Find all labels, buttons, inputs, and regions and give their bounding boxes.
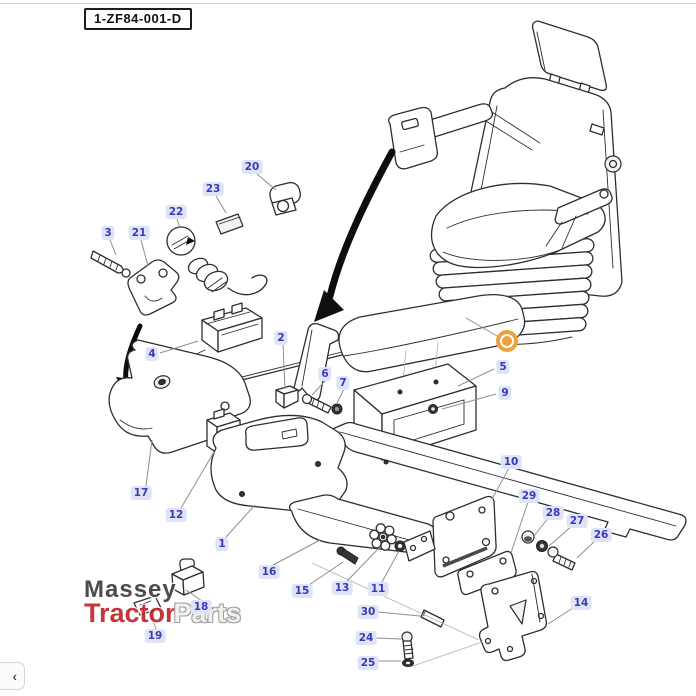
part-callout-4[interactable]: 4 bbox=[145, 347, 159, 361]
alignment-lines-lower bbox=[311, 562, 483, 668]
part-callout-1[interactable]: 1 bbox=[215, 537, 229, 551]
part-22-detail-balloon bbox=[166, 226, 196, 256]
part-24-bolt bbox=[401, 631, 414, 660]
part-callout-14[interactable]: 14 bbox=[570, 596, 592, 610]
part-callout-11[interactable]: 11 bbox=[367, 582, 389, 596]
part-13-star-knob bbox=[369, 523, 397, 551]
part-4-control-box bbox=[201, 302, 263, 353]
part-callout-20[interactable]: 20 bbox=[241, 160, 263, 174]
part-callout-16[interactable]: 16 bbox=[258, 565, 280, 579]
chevron-left-icon: ‹ bbox=[12, 668, 17, 684]
part-27-washer bbox=[536, 540, 548, 552]
part-18-clip-bracket bbox=[171, 558, 205, 596]
part-callout-7[interactable]: 7 bbox=[336, 376, 350, 390]
part-23-pad bbox=[215, 213, 244, 235]
part-3-screw bbox=[90, 250, 131, 278]
part-callout-30[interactable]: 30 bbox=[357, 605, 379, 619]
part-callout-13[interactable]: 13 bbox=[331, 581, 353, 595]
part-22-knob-switch bbox=[187, 257, 268, 296]
part-25-washer bbox=[402, 659, 414, 667]
part-callout-18[interactable]: 18 bbox=[190, 600, 212, 614]
part-callout-29[interactable]: 29 bbox=[518, 489, 540, 503]
part-9-nut bbox=[428, 404, 438, 414]
part-28-cap bbox=[521, 530, 535, 544]
part-callout-28[interactable]: 28 bbox=[542, 506, 564, 520]
part-7-washer bbox=[331, 403, 343, 415]
part-callout-12[interactable]: 12 bbox=[165, 508, 187, 522]
part-callout-27[interactable]: 27 bbox=[566, 514, 588, 528]
part-callout-5[interactable]: 5 bbox=[496, 360, 510, 374]
part-callout-3[interactable]: 3 bbox=[101, 226, 115, 240]
back-button[interactable]: ‹ bbox=[0, 662, 25, 690]
part-callout-9[interactable]: 9 bbox=[498, 386, 512, 400]
part-armrest-pad bbox=[338, 294, 526, 373]
part-callout-23[interactable]: 23 bbox=[202, 182, 224, 196]
part-callout-26[interactable]: 26 bbox=[590, 528, 612, 542]
drawing-code: 1-ZF84-001-D bbox=[94, 11, 182, 26]
part-callout-21[interactable]: 21 bbox=[128, 226, 150, 240]
part-20-clamp bbox=[269, 181, 301, 216]
part-19-clip bbox=[133, 595, 162, 616]
leader-lines bbox=[109, 173, 598, 662]
highlight-marker[interactable] bbox=[496, 330, 518, 352]
part-15-screw bbox=[336, 546, 359, 565]
pointer-arrow-large bbox=[314, 148, 396, 322]
part-callout-19[interactable]: 19 bbox=[144, 629, 166, 643]
page-top-divider bbox=[0, 3, 696, 4]
part-callout-15[interactable]: 15 bbox=[291, 584, 313, 598]
part-callout-2[interactable]: 2 bbox=[274, 331, 288, 345]
part-1-console-body bbox=[210, 414, 348, 513]
part-callout-24[interactable]: 24 bbox=[355, 631, 377, 645]
part-callout-25[interactable]: 25 bbox=[357, 656, 379, 670]
part-6-bolt bbox=[301, 393, 332, 414]
part-26-bolt bbox=[547, 546, 576, 571]
part-callout-6[interactable]: 6 bbox=[318, 367, 332, 381]
part-callout-17[interactable]: 17 bbox=[130, 486, 152, 500]
part-callout-10[interactable]: 10 bbox=[500, 455, 522, 469]
part-14-mount-bracket bbox=[478, 570, 548, 662]
part-10-bracket-plate bbox=[403, 495, 497, 578]
part-21-bracket bbox=[127, 259, 180, 316]
drawing-code-box: 1-ZF84-001-D bbox=[84, 8, 192, 30]
part-callout-22[interactable]: 22 bbox=[165, 205, 187, 219]
base-panel bbox=[311, 421, 687, 541]
